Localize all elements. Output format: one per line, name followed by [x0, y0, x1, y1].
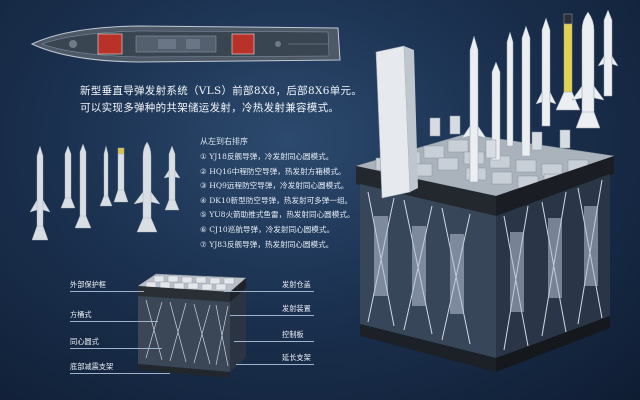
list-item: ① YJ18反舰导弹，冷发射同心圆模式。 [200, 152, 334, 161]
box-launcher-canister [375, 45, 418, 199]
list-item: ⑥ CJ10巡航导弹，冷发射同心圆模式。 [200, 224, 335, 234]
missile-icon [571, 11, 605, 129]
callout-control-panel: 控制板 [282, 330, 304, 339]
missile-icon [461, 35, 487, 183]
small-vls-module [137, 273, 247, 378]
leader-line [234, 341, 314, 342]
missile-icon [597, 9, 619, 97]
leader-line [70, 348, 162, 349]
ship-top-view [30, 25, 341, 63]
dk10-missile-icon [99, 145, 113, 207]
missile-list-title: 从左到右排序 [200, 137, 248, 146]
cj10-missile-icon [133, 141, 161, 233]
missile-lineup [29, 141, 181, 241]
list-item: ② HQ16中程防空导弹，热发射方箱模式。 [200, 166, 346, 176]
missile-list: ① YJ18反舰导弹，冷发射同心圆模式。 ② HQ16中程防空导弹，热发射方箱模… [200, 150, 355, 252]
list-item: ③ HQ9远程防空导弹，冷发射同心圆模式。 [200, 181, 349, 191]
missile-icon [491, 61, 501, 161]
missile-icon [535, 17, 557, 127]
torpedo-icon [555, 13, 581, 111]
list-item: ⑦ YJ83反舰导弹，热发射同心圆模式。 [200, 239, 334, 249]
missile-icon [506, 31, 514, 147]
leader-line [70, 291, 144, 292]
yu8-torpedo-icon [113, 147, 129, 203]
leader-line [230, 315, 314, 316]
callout-launch-lid: 发射仓盖 [282, 280, 311, 289]
list-item: ⑤ YU8火箭助推式鱼雷，热发射同心圆模式。 [200, 210, 355, 220]
leader-line [70, 321, 158, 322]
deck-rim-side [496, 156, 614, 216]
callout-concentric-type: 同心圆式 [70, 337, 99, 346]
intro-text: 新型垂直导弹发射系统（VLS）前部8X8，后部8X6单元。 可以实现多弹种的共架… [80, 83, 362, 117]
callout-launch-device: 发射装置 [282, 304, 311, 313]
callout-extension-bracket: 延长支架 [282, 353, 311, 362]
large-vls-module [355, 9, 619, 372]
callout-square-box-type: 方桶式 [70, 310, 92, 319]
missile-icon [521, 25, 531, 157]
leader-line [236, 364, 314, 365]
hq16-missile-icon [60, 145, 76, 209]
yj83-missile-icon [163, 145, 181, 211]
intro-line-2: 可以实现多弹种的共架储运发射，冷热发射兼容模式。 [80, 102, 340, 114]
yj18-missile-icon [29, 145, 51, 241]
leader-line [70, 373, 170, 374]
rear-vls-module [231, 33, 255, 55]
open-hatches [429, 115, 571, 159]
hq9-missile-icon [74, 143, 92, 229]
callout-bottom-shock-mount: 底部减震支架 [70, 362, 114, 371]
intro-line-1: 新型垂直导弹发射系统（VLS）前部8X8，后部8X6单元。 [80, 85, 363, 97]
front-vls-module [97, 33, 123, 55]
list-item: ④ DK10新型防空导弹，热发射可多弹一组。 [200, 195, 353, 205]
callout-outer-protective-frame: 外部保护框 [70, 280, 106, 289]
leader-line [224, 291, 314, 292]
